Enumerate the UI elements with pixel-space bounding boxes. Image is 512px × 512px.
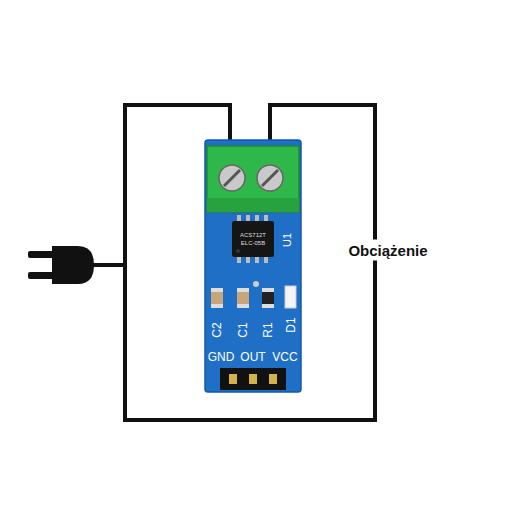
pin-name: VCC: [272, 351, 297, 363]
plug-symbol: [28, 246, 94, 284]
part-name: R1: [262, 322, 274, 337]
chip: [232, 215, 274, 263]
wire: [92, 105, 375, 420]
smd-components: [211, 281, 296, 308]
load-label: Obciążenie: [346, 240, 429, 261]
chip-marking: ACS712T: [240, 232, 266, 238]
part-name: U1: [282, 233, 293, 247]
pin-header: [220, 368, 286, 390]
pin-name: OUT: [240, 351, 265, 363]
sensor-board: [205, 140, 301, 392]
part-name: D1: [285, 317, 297, 332]
pin-name: GND: [208, 351, 235, 363]
part-name: C1: [237, 322, 249, 337]
terminal-block: [207, 146, 299, 212]
part-name: C2: [211, 322, 223, 337]
chip-marking: ELC-05B: [241, 240, 265, 246]
